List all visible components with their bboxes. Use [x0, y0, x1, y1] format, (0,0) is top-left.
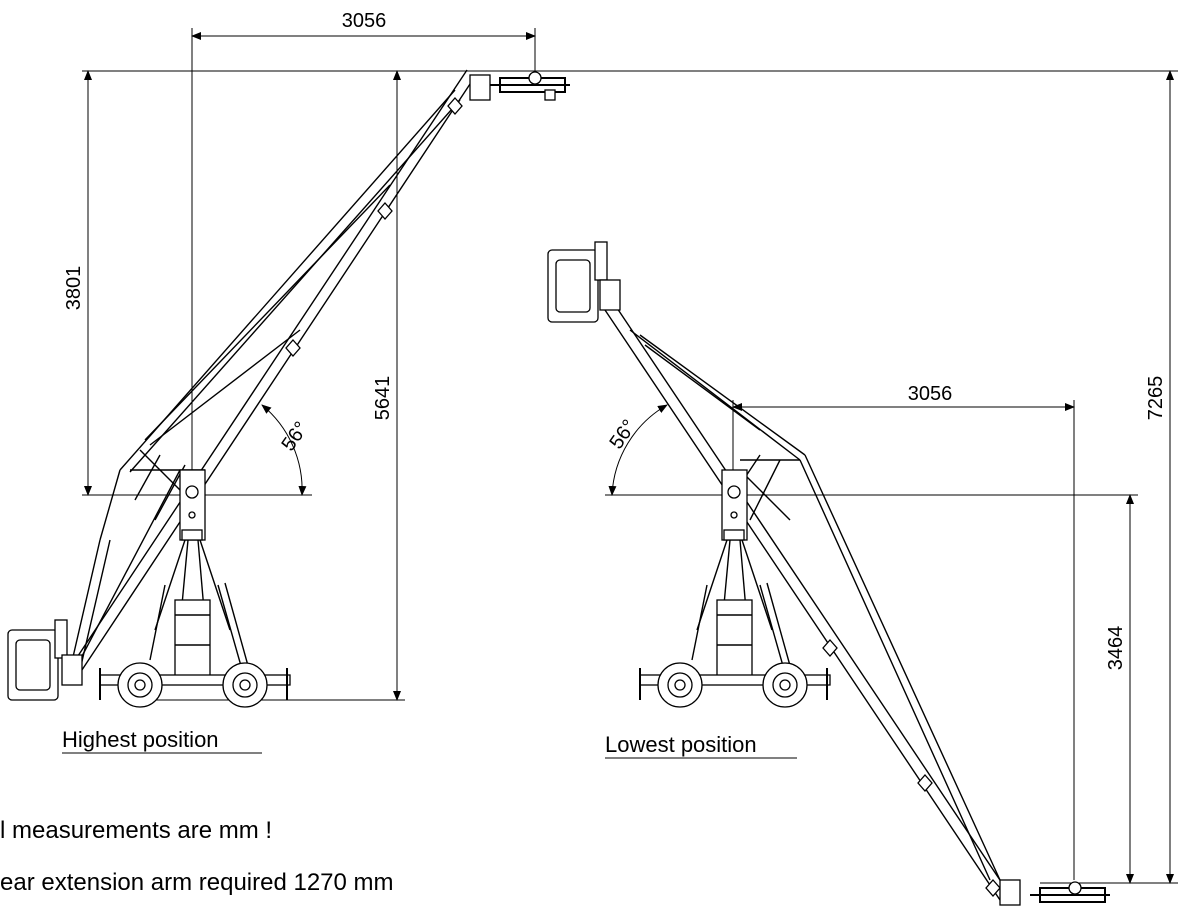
dim-top-reach: 3056 — [342, 10, 387, 32]
note-extension-arm: ear extension arm required 1270 mm — [0, 869, 394, 896]
crane-lowest-position — [547, 241, 1110, 906]
crane-highest-position — [7, 69, 570, 708]
dim-high-lens-height: 5641 — [372, 376, 394, 421]
caption-highest-position: Highest position — [62, 727, 219, 752]
dim-arm-above-pivot: 3801 — [63, 266, 85, 311]
note-measurements: l measurements are mm ! — [0, 817, 272, 844]
caption-lowest-position: Lowest position — [605, 732, 757, 757]
dim-angle-high: 56° — [277, 418, 312, 455]
dimension-lines — [82, 28, 1178, 884]
dim-total-range: 7265 — [1145, 376, 1167, 421]
dim-angle-low: 56° — [605, 416, 640, 453]
dim-low-depth: 3464 — [1105, 626, 1127, 671]
dimension-labels: 3056 3056 3801 5641 7265 3464 56° 56° — [63, 10, 1167, 670]
dim-lower-reach: 3056 — [908, 383, 953, 405]
